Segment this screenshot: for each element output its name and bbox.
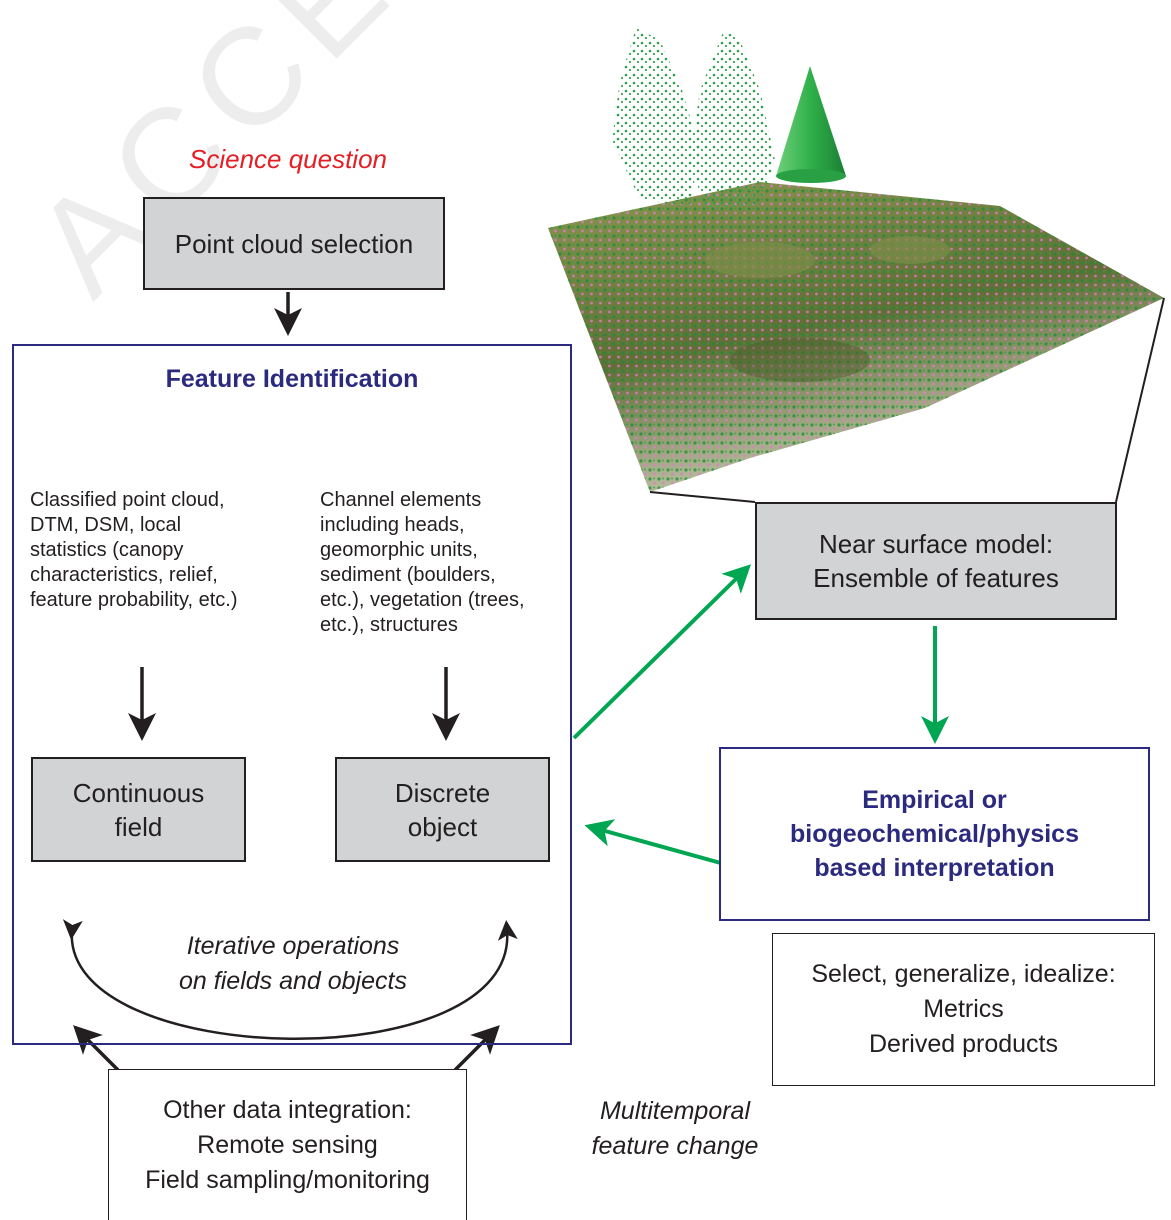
discrete-object-description: Channel elements including heads, geomor… bbox=[320, 489, 525, 636]
continuous-field-box: Continuous field bbox=[31, 757, 246, 862]
near-surface-model-box: Near surface model: Ensemble of features bbox=[755, 502, 1117, 620]
terrain-surface-illustration bbox=[548, 182, 1165, 503]
feature-identification-frame bbox=[12, 344, 572, 1045]
cone-object bbox=[776, 66, 846, 183]
iterative-operations-label: Iterative operations on fields and objec… bbox=[179, 932, 407, 995]
point-cloud-selection-box: Point cloud selection bbox=[143, 197, 445, 290]
interpretation-box: Empirical or biogeochemical/physics base… bbox=[719, 747, 1150, 921]
select-generalize-box: Select, generalize, idealize: Metrics De… bbox=[772, 933, 1155, 1086]
iterative-curve-arrow bbox=[62, 919, 518, 1040]
science-question-label: Science question bbox=[188, 144, 388, 174]
black-arrows bbox=[73, 292, 500, 1072]
point-cloud-trees bbox=[612, 28, 775, 210]
discrete-object-box: Discrete object bbox=[335, 757, 550, 862]
continuous-field-description: Classified point cloud, DTM, DSM, local … bbox=[30, 489, 238, 611]
feature-identification-title: Feature Identification bbox=[165, 365, 419, 393]
other-data-integration-box: Other data integration: Remote sensing F… bbox=[108, 1069, 467, 1220]
multitemporal-label: Multitemporal feature change bbox=[591, 1097, 759, 1160]
